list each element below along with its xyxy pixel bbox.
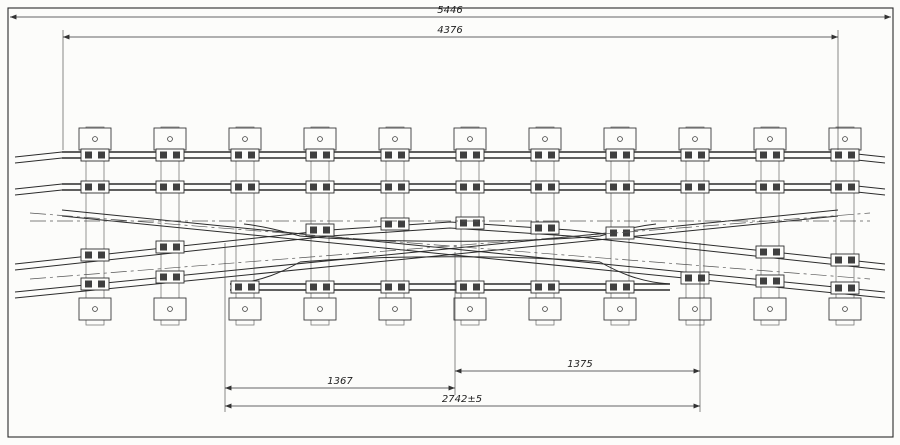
rail-clip <box>455 216 485 230</box>
dim-right: 1375 <box>567 359 592 370</box>
anchor-plate <box>828 297 862 321</box>
rail-clip <box>455 148 485 162</box>
rail-clip <box>80 277 110 291</box>
rail-clip <box>755 274 785 288</box>
anchor-plate <box>453 297 487 321</box>
anchor-plate <box>228 127 262 151</box>
rail-clip <box>530 280 560 294</box>
anchor-plate <box>603 297 637 321</box>
rail-clip <box>380 180 410 194</box>
dim-left: 1367 <box>327 376 353 387</box>
rail-clip <box>380 217 410 231</box>
rail-clip <box>305 148 335 162</box>
anchor-plate <box>453 127 487 151</box>
rail-clip <box>155 148 185 162</box>
rail-clip <box>755 148 785 162</box>
anchor-plate <box>303 127 337 151</box>
anchor-plate <box>78 127 112 151</box>
rail-clip <box>305 223 335 237</box>
rail-clip <box>605 148 635 162</box>
rail-clip <box>605 180 635 194</box>
rail-clip <box>530 221 560 235</box>
rail-clip <box>155 270 185 284</box>
crossing-rails <box>14 209 886 299</box>
rail-clip <box>755 180 785 194</box>
rail-clip <box>155 180 185 194</box>
rail-clip <box>230 180 260 194</box>
wing-rails <box>230 283 670 291</box>
rail-end-stubs <box>14 151 886 196</box>
anchor-plate <box>378 297 412 321</box>
rail-clip <box>530 180 560 194</box>
anchor-plate <box>378 127 412 151</box>
dim-overall: 5446 <box>437 5 462 16</box>
rail-clip <box>830 281 860 295</box>
rail-clip <box>80 180 110 194</box>
knuckle-rails <box>14 221 886 271</box>
rail-clip <box>230 148 260 162</box>
rail-clip <box>605 280 635 294</box>
frog-outline <box>229 223 671 285</box>
dim-working: 4376 <box>437 25 462 36</box>
rail-clip <box>155 240 185 254</box>
rail-clip <box>305 180 335 194</box>
anchor-plate <box>528 127 562 151</box>
rails-group <box>14 151 886 299</box>
rail-clip <box>305 280 335 294</box>
rail-clip <box>755 245 785 259</box>
fasteners-group <box>80 148 860 295</box>
rail-clip <box>680 271 710 285</box>
rail-clip <box>830 253 860 267</box>
anchor-plate <box>753 297 787 321</box>
straight-rails <box>62 151 838 191</box>
rail-clip <box>830 180 860 194</box>
anchor-plate <box>78 297 112 321</box>
track-centerlines <box>29 212 871 280</box>
anchor-plate <box>153 297 187 321</box>
rail-clip <box>80 248 110 262</box>
anchor-plate <box>828 127 862 151</box>
dimensions-group: 5446 4376 1367 1375 2742±5 <box>10 5 891 412</box>
anchor-plate <box>753 127 787 151</box>
rail-clip <box>80 148 110 162</box>
anchor-plate <box>678 297 712 321</box>
extension-lines <box>62 30 839 412</box>
rail-clip <box>530 148 560 162</box>
anchor-plate <box>228 297 262 321</box>
rail-clip <box>605 226 635 240</box>
anchor-plate <box>153 127 187 151</box>
rail-clip <box>680 180 710 194</box>
anchor-plate <box>303 297 337 321</box>
anchor-plate <box>603 127 637 151</box>
rail-clip <box>380 148 410 162</box>
rail-clip <box>455 280 485 294</box>
dim-total: 2742±5 <box>442 394 482 405</box>
drawing-border <box>7 7 894 438</box>
rail-clip <box>230 280 260 294</box>
rail-clip <box>380 280 410 294</box>
rail-clip <box>830 148 860 162</box>
rail-clip <box>680 148 710 162</box>
anchor-plate <box>678 127 712 151</box>
rail-clip <box>455 180 485 194</box>
anchor-plate <box>528 297 562 321</box>
